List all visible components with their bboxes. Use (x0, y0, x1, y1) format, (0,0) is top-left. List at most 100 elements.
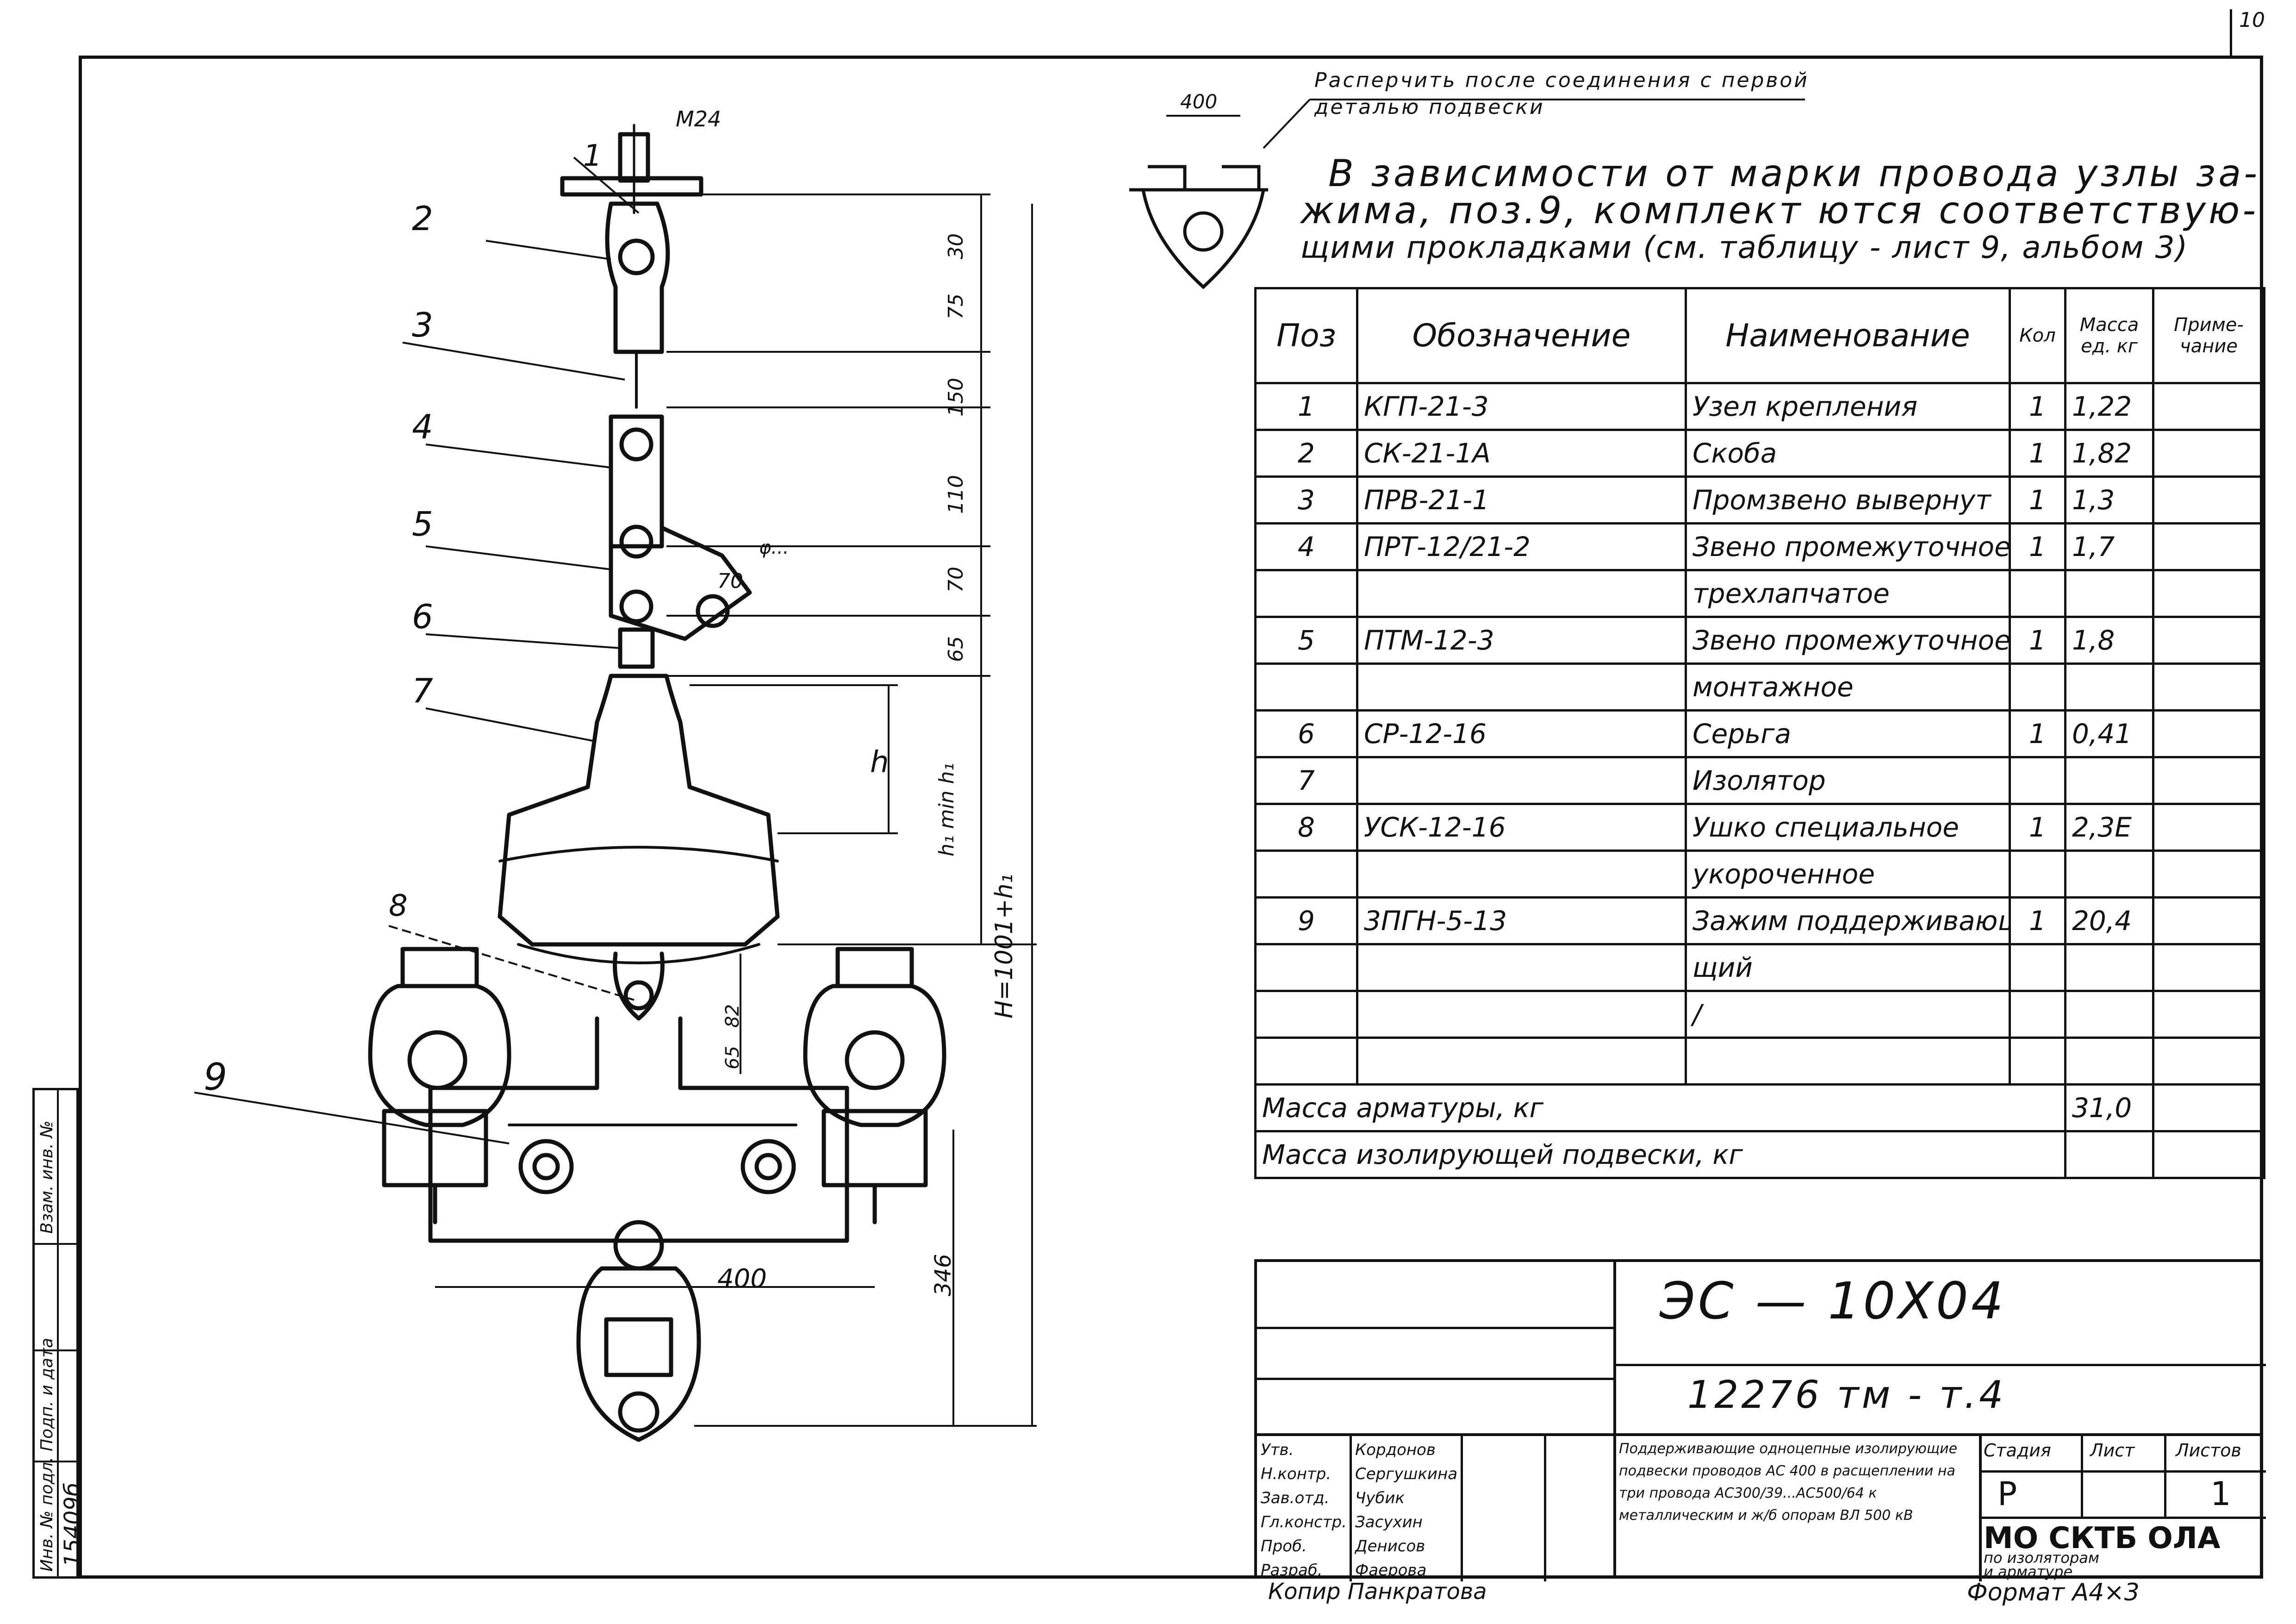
right-clamp (803, 984, 946, 1127)
spec-cell-mass: 0,41 (2064, 709, 2154, 758)
callout-4: 4 (412, 407, 433, 446)
spec-cell-note (2152, 1037, 2265, 1086)
col-designation: Обозначение (1356, 287, 1687, 384)
spec-cell-designation: УСК-12-16 (1356, 803, 1687, 852)
spec-cell-pos: 8 (1254, 803, 1358, 852)
spec-cell-designation: СК-21-1А (1356, 429, 1687, 478)
spec-cell-mass: 1,7 (2064, 522, 2154, 571)
spec-cell-name (1685, 1037, 2011, 1086)
stamp-label-signature: Подп. и дата (37, 1337, 56, 1451)
col-note: Приме-чание (2152, 287, 2265, 384)
spec-cell-note (2152, 849, 2265, 899)
spec-cell-note (2152, 429, 2265, 478)
spec-cell-name: Зажим поддерживающий (1685, 896, 2011, 945)
dim-65b: 65 (722, 1046, 743, 1069)
callout-3: 3 (412, 306, 433, 344)
spec-cell-name: трехлапчатое (1685, 569, 2011, 618)
spec-cell-qty: 1 (2009, 429, 2066, 478)
specification-table: Поз Обозначение Наименование Кол Масса е… (1254, 287, 2265, 1179)
spec-row: монтажное (1254, 662, 2265, 712)
spec-cell-designation: КГП-21-3 (1356, 382, 1687, 431)
spec-cell-note (2152, 569, 2265, 618)
spec-cell-name: монтажное (1685, 662, 2011, 712)
spec-cell-designation (1356, 849, 1687, 899)
spec-cell-mass (2064, 756, 2154, 805)
spec-cell-qty (2009, 849, 2066, 899)
spec-cell-mass: 1,8 (2064, 616, 2154, 665)
spec-cell-qty (2009, 943, 2066, 992)
org-name: МО СКТБ ОЛА (1984, 1521, 2221, 1555)
spec-cell-pos: 3 (1254, 475, 1358, 525)
spec-cell-qty: 1 (2009, 522, 2066, 571)
spec-cell-name: Промзвено вывернут (1685, 475, 2011, 525)
spec-cell-mass (2064, 569, 2154, 618)
spec-cell-name: щий (1685, 943, 2011, 992)
spec-cell-pos (1254, 943, 1358, 992)
callout-2: 2 (412, 199, 433, 238)
spec-cell-designation: 3ПГН-5-13 (1356, 896, 1687, 945)
title-block: ЭС — 10Х04 12276 тм - т.4 Утв.Н.контр. З… (1254, 1259, 2266, 1581)
spec-cell-designation (1356, 943, 1687, 992)
main-note-line-3: щими прокладками (см. таблицу - лист 9, … (1300, 230, 2189, 265)
dim-h: h (870, 745, 889, 780)
spec-cell-note (2152, 475, 2265, 525)
spec-cell-qty: 1 (2009, 709, 2066, 758)
spec-cell-mass (2064, 943, 2154, 992)
spec-cell-note (2152, 382, 2265, 431)
link-4 (609, 414, 664, 549)
spec-cell-designation (1356, 990, 1687, 1039)
spec-cell-name: укороченное (1685, 849, 2011, 899)
total-insulating-label: Масса изолирующей подвески, кг (1254, 1130, 2066, 1179)
spec-cell-note (2152, 616, 2265, 665)
hole-label: φ... (759, 537, 789, 558)
spec-cell-note (2152, 662, 2265, 712)
spec-cell-qty: 1 (2009, 896, 2066, 945)
total-fittings-value: 31,0 (2064, 1083, 2154, 1132)
spec-cell-qty (2009, 990, 2066, 1039)
spec-cell-mass (2064, 662, 2154, 712)
doc-description: Поддерживающие одноцепные изолирующие по… (1619, 1441, 1958, 1524)
spec-cell-pos: 2 (1254, 429, 1358, 478)
clevis-6 (618, 627, 655, 669)
stamp-inventory-value: 15409б (60, 1482, 86, 1567)
spec-cell-pos (1254, 990, 1358, 1039)
spec-cell-note (2152, 896, 2265, 945)
callout-9: 9 (204, 1056, 227, 1099)
spec-cell-designation: СР-12-16 (1356, 709, 1687, 758)
spec-cell-qty (2009, 569, 2066, 618)
spec-cell-pos: 7 (1254, 756, 1358, 805)
col-mass: Масса ед. кг (2064, 287, 2154, 384)
spec-cell-mass: 2,3Е (2064, 803, 2154, 852)
stamp-label-replaced: Взам. инв. № (37, 1120, 56, 1234)
callout-5: 5 (412, 505, 433, 543)
dim-400: 400 (717, 1264, 767, 1294)
callout-7: 7 (412, 671, 433, 710)
spec-cell-note (2152, 943, 2265, 992)
spec-cell-mass: 1,3 (2064, 475, 2154, 525)
spec-row: / (1254, 990, 2265, 1039)
spec-cell-note (2152, 709, 2265, 758)
spec-cell-designation (1356, 756, 1687, 805)
sheet-number-divider (2230, 9, 2232, 56)
spec-cell-designation (1356, 1037, 1687, 1086)
spec-cell-name: Узел крепления (1685, 382, 2011, 431)
side-stamp: Взам. инв. № Подп. и дата Инв. № подл. 1… (32, 1088, 86, 1579)
dim-150: 150 (944, 378, 968, 417)
spec-cell-pos: 4 (1254, 522, 1358, 571)
angle-label: 70 (717, 569, 743, 593)
sheet-label: Лист (2090, 1440, 2135, 1461)
sheets-value: 1 (2210, 1475, 2231, 1513)
spec-cell-qty (2009, 1037, 2066, 1086)
sheets-label: Листов (2176, 1440, 2241, 1461)
dim-H: H=1001+h₁ (990, 874, 1018, 1018)
top-handwritten-note: Расперчить после соединения с первой дет… (1314, 69, 1809, 119)
yoke (428, 1016, 849, 1243)
